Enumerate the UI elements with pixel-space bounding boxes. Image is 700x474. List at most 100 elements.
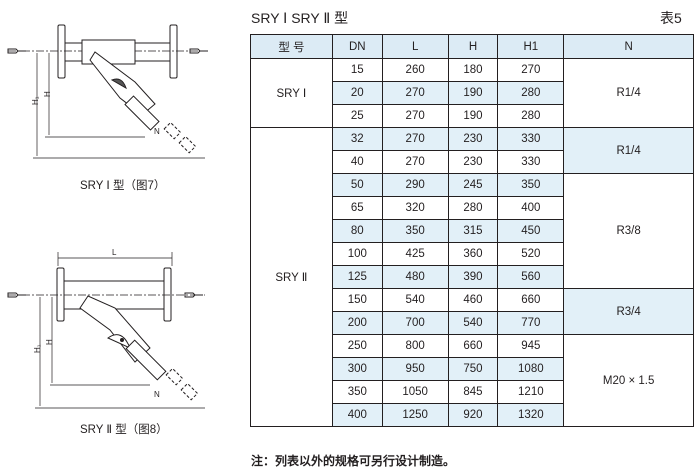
l-cell: 350 [381,219,449,243]
table-note: 注：列表以外的规格可另行设计制造。 [251,454,456,468]
header-l: L [381,34,449,59]
h-cell: 230 [447,127,499,151]
l-cell: 540 [381,288,449,312]
l-cell: 1050 [381,380,449,404]
dn-cell: 80 [331,219,383,243]
dn-cell: 20 [331,81,383,105]
n-cell: R3/8 [563,173,694,289]
header-n: N [563,34,694,59]
n-cell: R1/4 [563,58,694,128]
h1-cell: 280 [497,104,565,128]
h1-cell: 560 [497,265,565,289]
l-cell: 270 [381,81,449,105]
l-cell: 270 [381,104,449,128]
h1-cell: 330 [497,150,565,174]
dn-cell: 400 [331,403,383,427]
flow-arrow-out [184,292,203,298]
l-cell: 800 [381,334,449,358]
screen [110,78,127,90]
h-cell: 660 [447,334,499,358]
model-cell: SRY Ⅱ [250,127,333,427]
l-cell: 1250 [381,403,449,427]
dn-cell: 250 [331,334,383,358]
h-cell: 280 [447,196,499,220]
h1-cell: 770 [497,311,565,335]
h1-cell: 270 [497,58,565,82]
cover-flange [125,339,167,381]
dn-cell: 100 [331,242,383,266]
header-h: H [447,34,499,59]
cover-flange [124,95,160,131]
figure-7-caption: SRY Ⅰ 型（图7） [80,180,166,192]
h1-cell: 945 [497,334,565,358]
figure-8-caption: SRY Ⅱ 型（图8） [80,424,168,436]
l-cell: 425 [381,242,449,266]
header-dn: DN [331,34,383,59]
h1-cell: 1210 [497,380,565,404]
l-cell: 290 [381,173,449,197]
table-header-row: 型 号 DN L H H1 N [250,34,694,59]
h-cell: 190 [447,81,499,105]
dn-cell: 40 [331,150,383,174]
h1-cell: 520 [497,242,565,266]
dn-cell: 15 [331,58,383,82]
l-label: L [112,248,117,257]
dn-cell: 50 [331,173,383,197]
n-label: N [154,127,160,136]
n-label: N [154,390,160,399]
h1-label: H₁ [31,96,40,105]
h-cell: 390 [447,265,499,289]
figure-7-drawing: H H₁ N [7,24,208,159]
n-cell: M20 × 1.5 [563,334,694,427]
table-number: 表5 [660,10,682,26]
left-flange [57,24,66,79]
n-cell: R3/4 [563,288,694,335]
drain-plug-2 [180,382,199,401]
l-cell: 260 [381,58,449,82]
dn-cell: 200 [331,311,383,335]
flow-arrow-in [7,292,26,298]
h-cell: 180 [447,58,499,82]
l-cell: 700 [381,311,449,335]
h-cell: 920 [447,403,499,427]
h-cell: 845 [447,380,499,404]
n-cell: R1/4 [563,127,694,174]
model-cell: SRY Ⅰ [250,58,333,128]
h1-cell: 1320 [497,403,565,427]
h-cell: 540 [447,311,499,335]
right-flange [169,24,178,79]
h1-cell: 1080 [497,357,565,381]
right-flange [163,267,172,322]
h1-cell: 280 [497,81,565,105]
dn-cell: 65 [331,196,383,220]
h-label: H [43,91,52,97]
l-cell: 270 [381,127,449,151]
h1-cell: 330 [497,127,565,151]
h-cell: 460 [447,288,499,312]
h-cell: 230 [447,150,499,174]
h-cell: 190 [447,104,499,128]
dn-cell: 125 [331,265,383,289]
left-flange [56,267,65,322]
h-cell: 360 [447,242,499,266]
h1-cell: 450 [497,219,565,243]
dn-cell: 350 [331,380,383,404]
h1-cell: 660 [497,288,565,312]
flow-arrow-in [7,48,26,54]
drain-plug-2 [178,135,197,154]
drain-plug [165,367,184,386]
